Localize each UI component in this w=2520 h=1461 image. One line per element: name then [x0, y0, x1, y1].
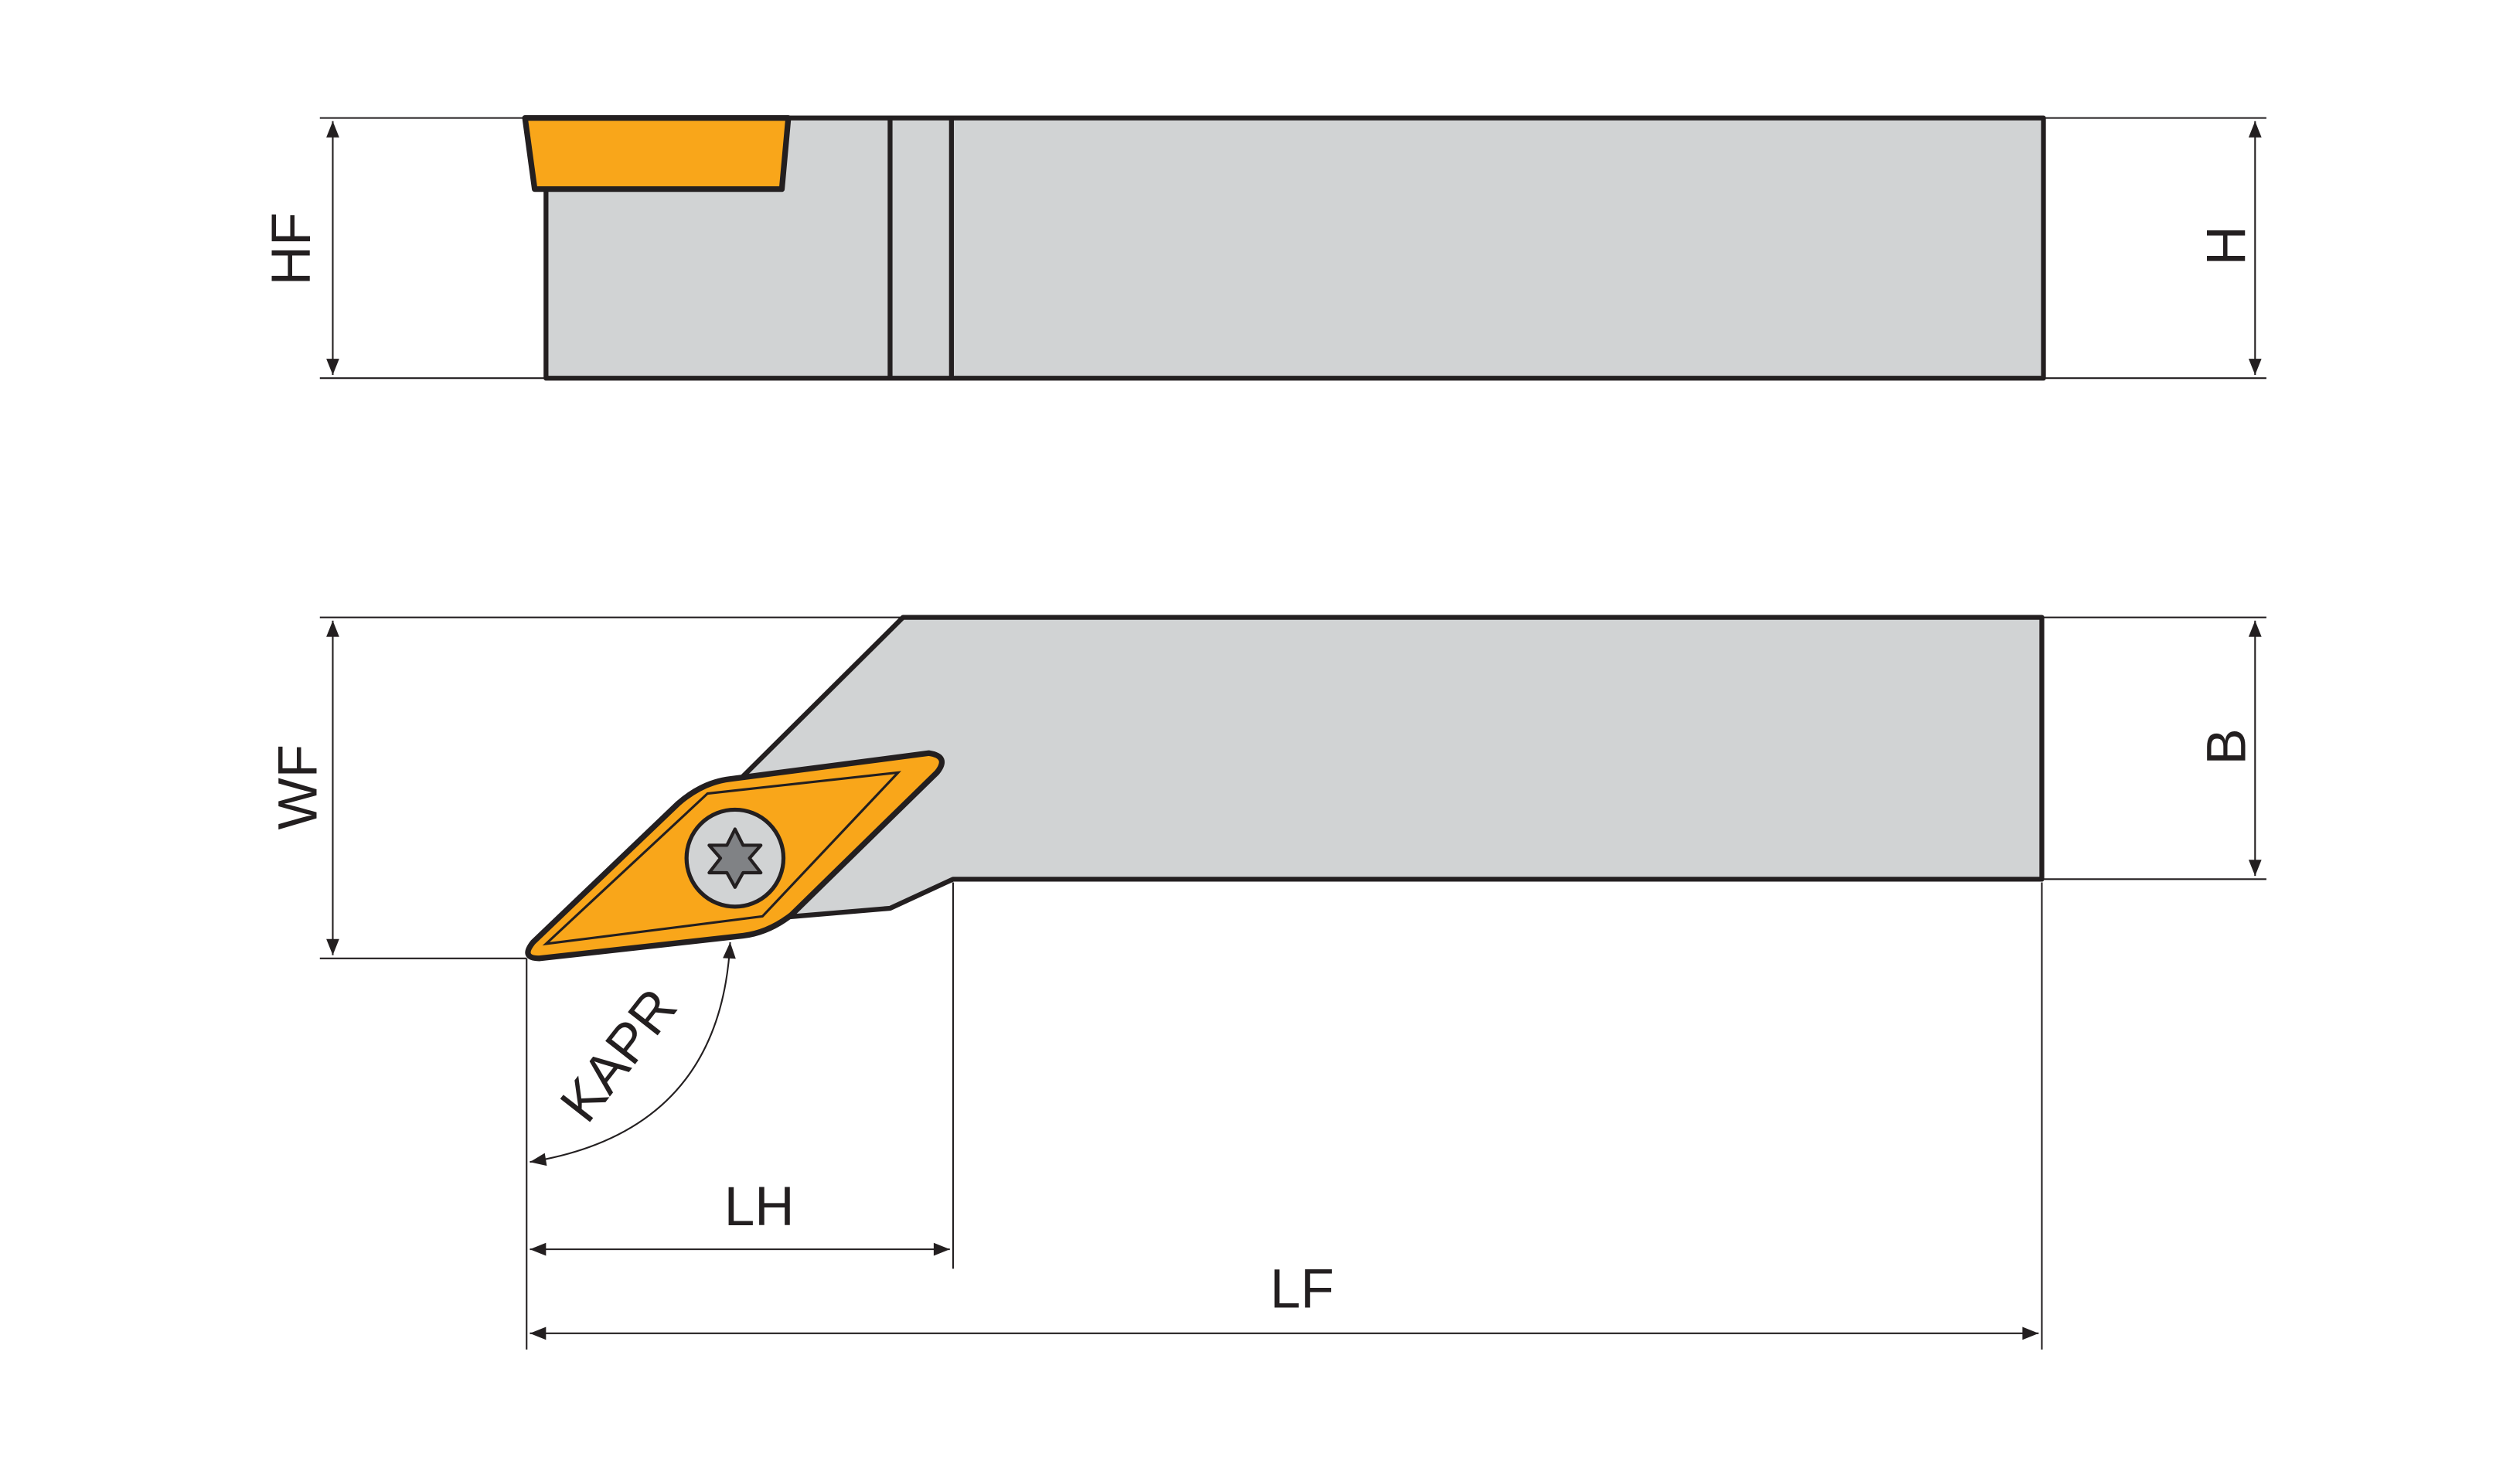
side-view: HF H	[261, 114, 2266, 381]
holder-side-body	[543, 115, 2046, 381]
torx-icon	[707, 827, 763, 889]
wf-label: WF	[268, 744, 329, 829]
kapr-angle-arc	[530, 942, 736, 1166]
top-view: WF B KAPR LH LF	[268, 615, 2266, 1350]
insert-side	[522, 114, 792, 192]
lh-label: LH	[724, 1177, 795, 1238]
b-label: B	[2197, 728, 2258, 765]
kapr-label: KAPR	[549, 978, 689, 1133]
h-label: H	[2197, 226, 2258, 265]
hf-label: HF	[261, 213, 322, 286]
lf-label: LF	[1270, 1258, 1334, 1320]
insert-chipbreaker-outline	[542, 771, 901, 946]
